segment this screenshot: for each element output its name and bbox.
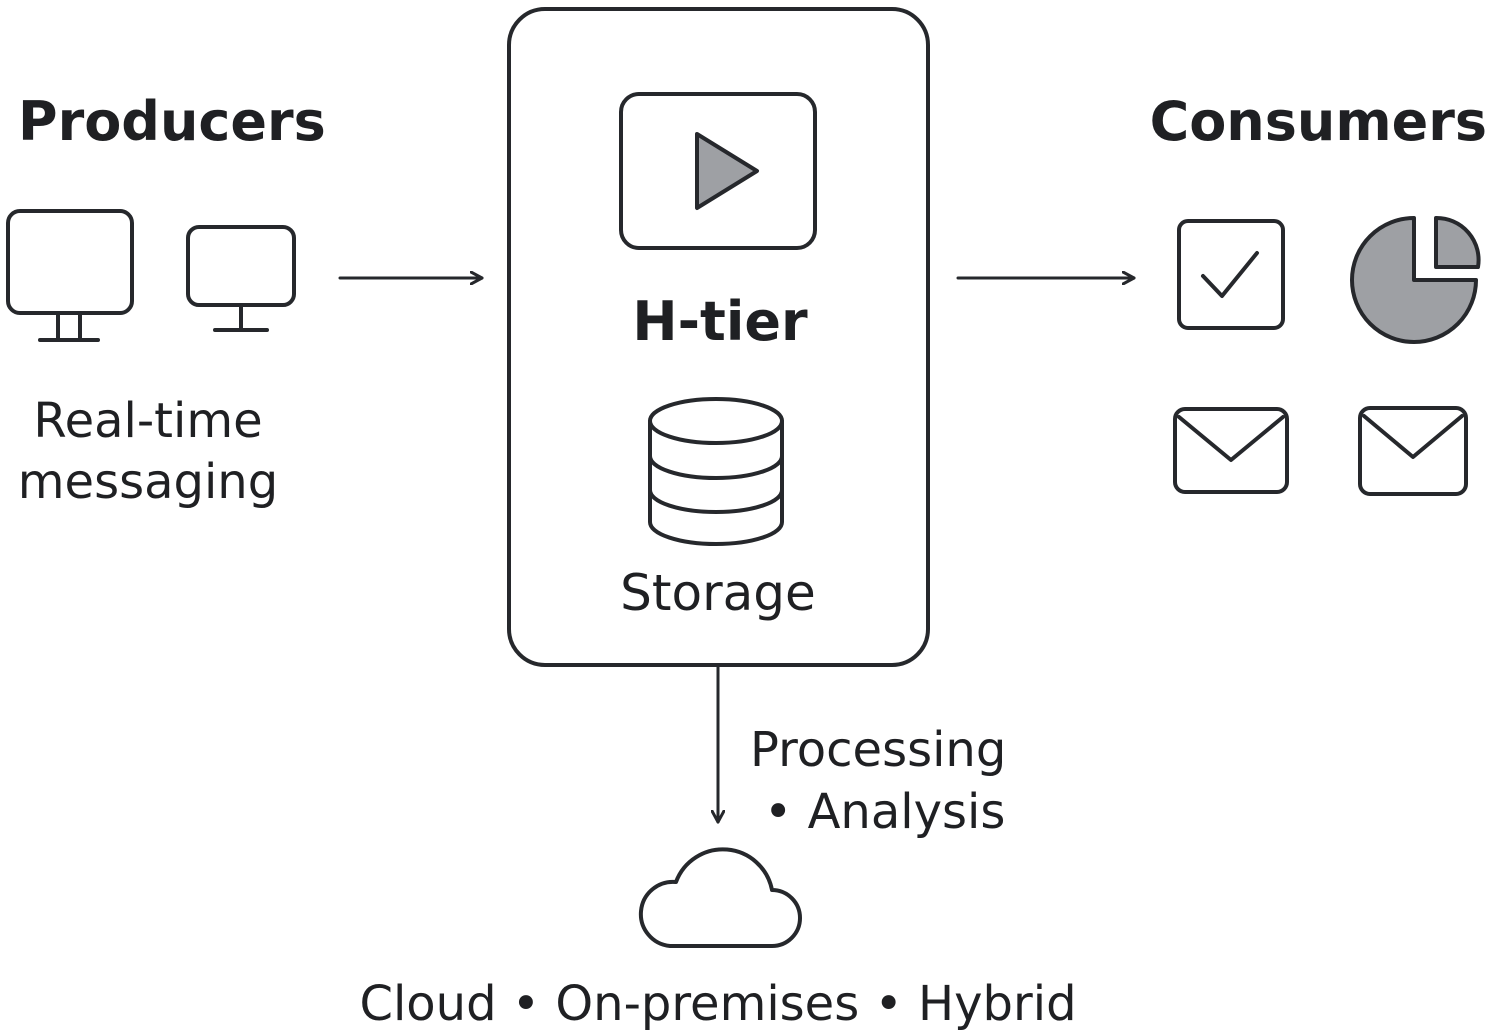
envelope-icon: [1358, 406, 1468, 496]
cloud-icon: [638, 847, 802, 948]
envelope-icon: [1173, 407, 1289, 494]
pie-chart-icon: [1350, 215, 1481, 344]
monitor-icon: [6, 209, 134, 342]
producers-group: Producers Real-time messaging: [6, 90, 326, 510]
consumers-heading: Consumers: [1150, 90, 1487, 153]
hub-group: H-tier Storage: [507, 7, 930, 667]
play-icon: [619, 92, 817, 250]
producers-heading: Producers: [18, 90, 326, 153]
monitor-icon: [186, 225, 296, 332]
hub-title: H-tier: [632, 290, 808, 353]
consumers-group: Consumers: [1150, 90, 1487, 496]
deployment-options: Cloud • On-premises • Hybrid: [359, 976, 1076, 1030]
processing-line2: • Analysis: [764, 784, 1005, 840]
producers-caption-line2: messaging: [18, 454, 278, 510]
hub-container: [507, 7, 930, 667]
checkbox-icon: [1177, 219, 1285, 330]
processing-line1: Processing: [750, 722, 1006, 778]
producers-caption-line1: Real-time: [33, 393, 262, 449]
database-icon: [648, 397, 784, 546]
storage-label: Storage: [620, 564, 816, 622]
